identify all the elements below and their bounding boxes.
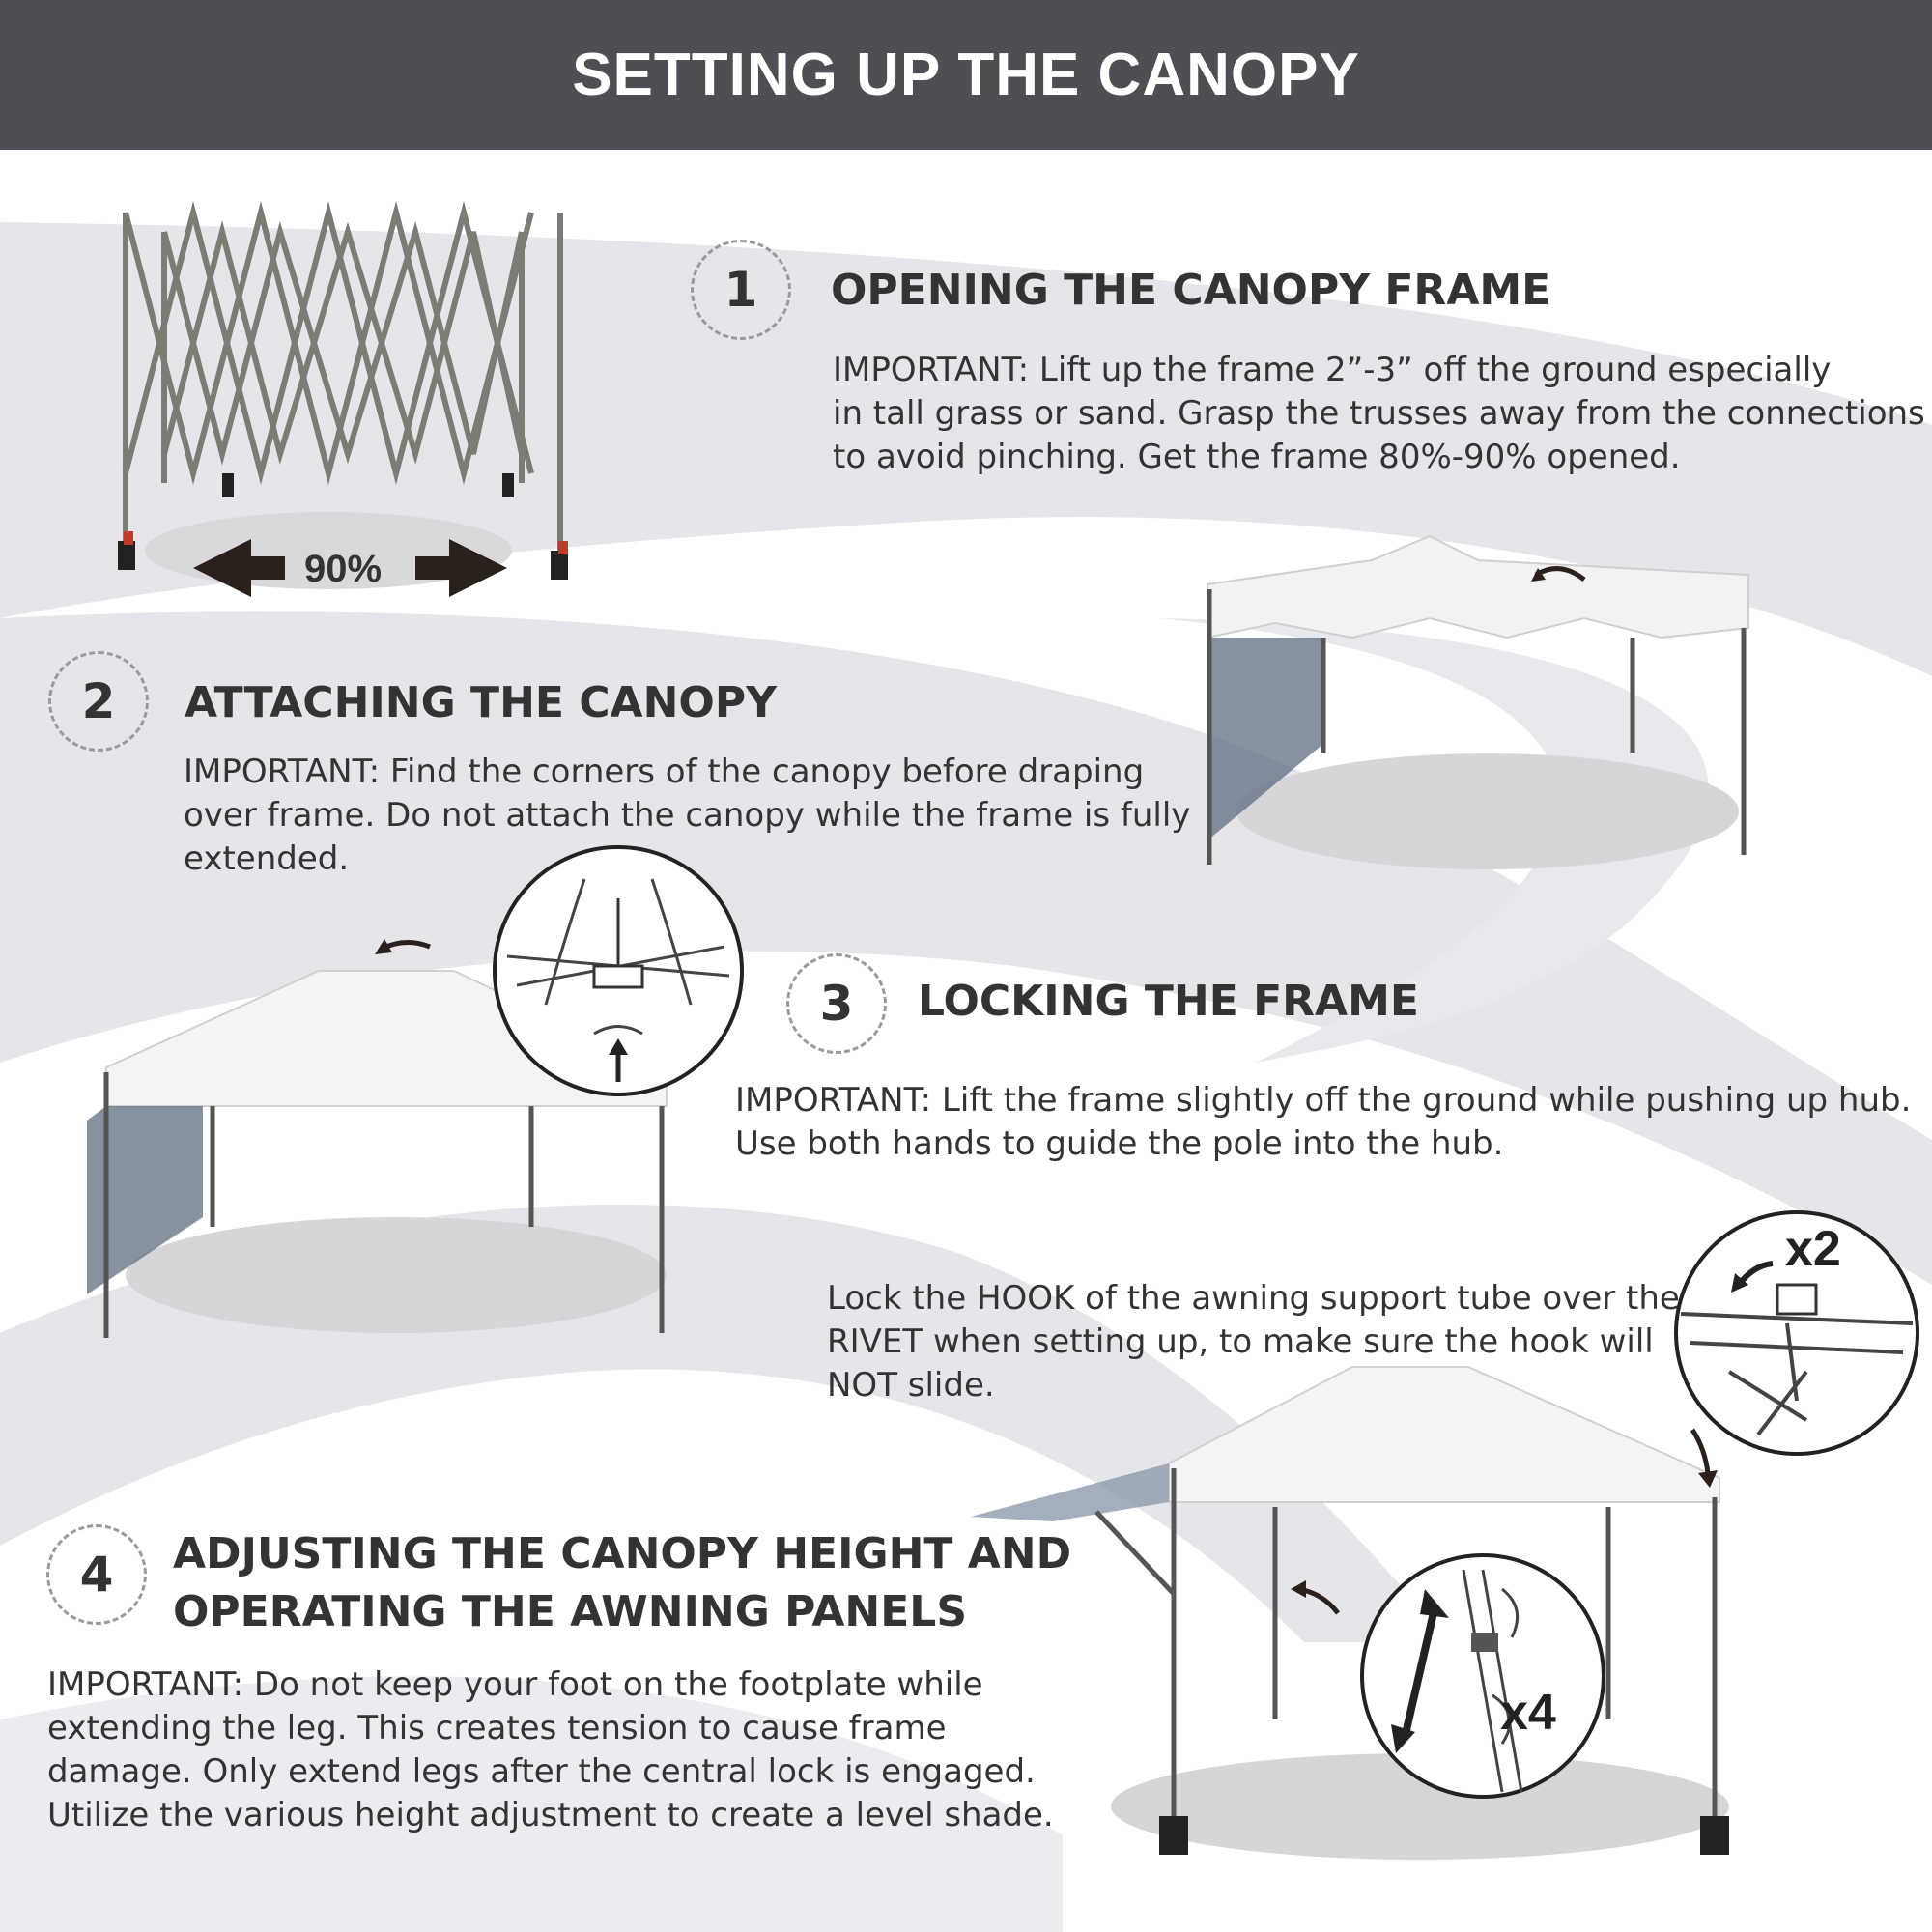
step-1-description: IMPORTANT: Lift up the frame 2”-3” off t… <box>833 349 1925 479</box>
rotate-arrow-icon <box>1531 566 1586 582</box>
frame-open-illustration: 90% <box>118 201 568 597</box>
step-2-line: over frame. Do not attach the canopy whi… <box>184 796 1191 835</box>
step-1-number: 1 <box>691 240 791 340</box>
page-title: SETTING UP THE CANOPY <box>572 42 1360 108</box>
step-4-line: extending the leg. This creates tension … <box>47 1709 947 1747</box>
step-4-title: ADJUSTING THE CANOPY HEIGHT AND OPERATIN… <box>173 1525 1071 1641</box>
step-1-line: in tall grass or sand. Grasp the trusses… <box>833 394 1925 433</box>
step-3-title: LOCKING THE FRAME <box>918 977 1419 1026</box>
rotate-arrow-icon <box>375 939 431 954</box>
step-3-line: Use both hands to guide the pole into th… <box>735 1124 1504 1163</box>
step-4-line: Utilize the various height adjustment to… <box>47 1796 1054 1834</box>
double-arrow-icon <box>1391 1589 1449 1753</box>
step-4-title-line: ADJUSTING THE CANOPY HEIGHT AND <box>173 1529 1072 1578</box>
hook-note-line: Lock the HOOK of the awning support tube… <box>827 1279 1680 1318</box>
step-2-number: 2 <box>48 651 149 752</box>
step-4-line: IMPORTANT: Do not keep your foot on the … <box>47 1665 983 1704</box>
canopy-locked-illustration <box>87 939 668 1338</box>
step-1-line: to avoid pinching. Get the frame 80%-90%… <box>833 438 1681 476</box>
left-arrow-icon <box>193 539 285 597</box>
hook-note: Lock the HOOK of the awning support tube… <box>827 1277 1680 1407</box>
curved-arrow-icon <box>1731 1261 1774 1293</box>
step-3-description: IMPORTANT: Lift the frame slightly off t… <box>735 1079 1911 1166</box>
step-3-line: IMPORTANT: Lift the frame slightly off t… <box>735 1081 1912 1120</box>
step-4-description: IMPORTANT: Do not keep your foot on the … <box>47 1663 1054 1837</box>
step-4-number: 4 <box>46 1524 147 1625</box>
hook-note-line: RIVET when setting up, to make sure the … <box>827 1322 1654 1361</box>
step-4-line: damage. Only extend legs after the centr… <box>47 1752 1036 1791</box>
curved-arrow-icon <box>1291 1580 1340 1615</box>
step-3-number: 3 <box>786 953 887 1054</box>
step-4-title-line: OPERATING THE AWNING PANELS <box>173 1587 968 1636</box>
up-arrow-icon <box>609 1038 628 1082</box>
step-2-description: IMPORTANT: Find the corners of the canop… <box>184 751 1190 881</box>
step-2-line: IMPORTANT: Find the corners of the canop… <box>184 753 1145 791</box>
page-header: SETTING UP THE CANOPY <box>0 0 1932 150</box>
right-arrow-icon <box>415 539 507 597</box>
leg-extend-inset: x4 <box>1360 1553 1605 1799</box>
canopy-awning-illustration <box>971 1366 1729 1860</box>
hook-detail-inset: x2 <box>1674 1210 1919 1456</box>
frame-open-percent: 90% <box>304 548 382 590</box>
hook-multiplier: x2 <box>1785 1221 1841 1277</box>
step-2-title: ATTACHING THE CANOPY <box>185 678 777 727</box>
step-2-line: extended. <box>184 839 350 878</box>
hook-note-line: NOT slide. <box>827 1366 995 1405</box>
leg-multiplier: x4 <box>1500 1685 1556 1741</box>
hub-detail-inset <box>493 845 744 1096</box>
down-curved-arrow-icon <box>1690 1428 1718 1488</box>
step-1-title: OPENING THE CANOPY FRAME <box>831 266 1551 315</box>
canopy-draped-illustration <box>1207 534 1749 869</box>
step-1-line: IMPORTANT: Lift up the frame 2”-3” off t… <box>833 351 1832 389</box>
